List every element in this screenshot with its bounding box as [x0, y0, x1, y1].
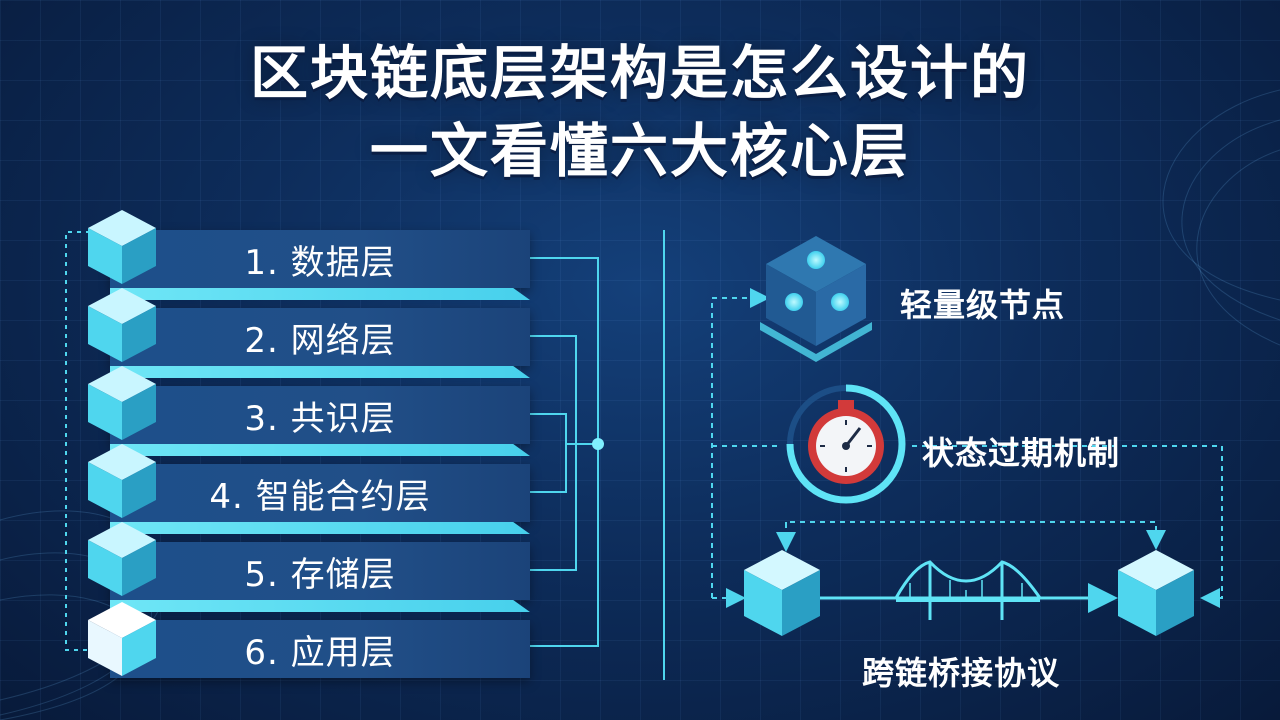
layer-slab-edge-4	[110, 522, 530, 534]
bridge-icon	[820, 560, 1118, 620]
cube-icon-1	[88, 210, 156, 284]
feature-label-state-expiry: 状态过期机制	[922, 434, 1121, 472]
stopwatch-icon	[786, 384, 906, 504]
layer-label-1: 1. 数据层	[244, 242, 396, 283]
title-line-1: 区块链底层架构是怎么设计的	[249, 39, 1030, 107]
cube-icon-4	[88, 444, 156, 518]
layer-label-6: 6. 应用层	[244, 632, 396, 673]
feature-label-lightweight-node: 轻量级节点	[900, 286, 1066, 324]
chain-cube-left-icon	[744, 550, 820, 636]
layer-label-2: 2. 网络层	[244, 320, 396, 361]
cube-icon-5	[88, 522, 156, 596]
layer-stack: 1. 数据层 2. 网络层 3. 共识层 4. 智能合约层 5. 存储层 6. …	[88, 210, 530, 678]
node-cube-icon	[760, 236, 872, 362]
layer-slab-4	[110, 464, 530, 522]
layer-slab-1	[110, 230, 530, 288]
layer-slab-edge-1	[110, 288, 530, 300]
layer-slab-2	[110, 308, 530, 366]
layer-label-4: 4. 智能合约层	[209, 476, 431, 517]
layer-slab-edge-3	[110, 444, 530, 456]
layer-label-5: 5. 存储层	[244, 554, 396, 595]
cube-icon-6	[88, 602, 156, 676]
layer-slab-5	[110, 542, 530, 600]
layer-slab-6	[110, 620, 530, 678]
feature-label-cross-chain-bridge: 跨链桥接协议	[862, 654, 1061, 692]
cube-icon-2	[88, 288, 156, 362]
layer-label-3: 3. 共识层	[244, 398, 396, 439]
layer-slab-edge-2	[110, 366, 530, 378]
chain-cube-right-icon	[1118, 550, 1194, 636]
layer-slab-edge-5	[110, 600, 530, 612]
layer-slab-3	[110, 386, 530, 444]
page-title: 区块链底层架构是怎么设计的 一文看懂六大核心层	[0, 34, 1280, 190]
title-line-2: 一文看懂六大核心层	[369, 117, 910, 185]
cube-icon-3	[88, 366, 156, 440]
junction-dot	[592, 438, 604, 450]
